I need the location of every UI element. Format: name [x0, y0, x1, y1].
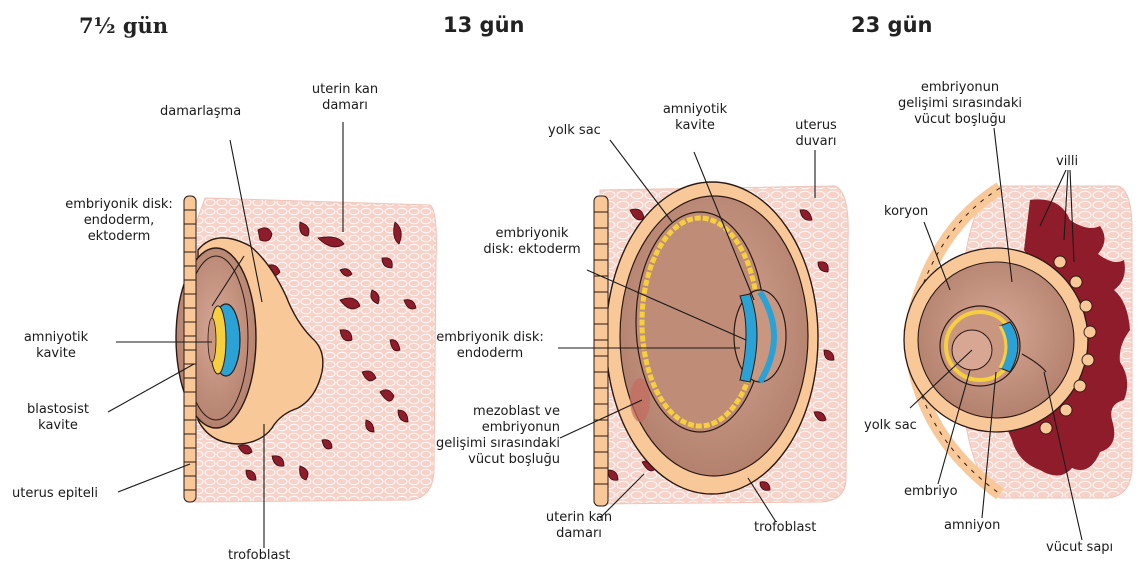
label-amniyon: amniyon	[944, 518, 1000, 534]
label-line: gelişimi sırasındaki	[880, 96, 1040, 112]
label-line: gelişimi sırasındaki	[410, 436, 560, 452]
label-vucut-sapi: vücut sapı	[1046, 540, 1113, 556]
label-line: kavite	[2, 346, 110, 362]
label-line: amniyotik	[2, 330, 110, 346]
panel-2-illustration	[594, 182, 848, 506]
label-line: endoderm,	[44, 213, 194, 229]
label-damarlasma: damarlaşma	[160, 104, 241, 120]
label-embriyonik-disk-ektoderm: embriyonik disk: ektoderm	[464, 226, 600, 258]
label-line: amniyotik	[640, 102, 750, 118]
label-line: endoderm	[420, 346, 560, 362]
label-embriyonik-disk-1: embriyonik disk: endoderm, ektoderm	[44, 197, 194, 245]
label-mezoblast: mezoblast ve embriyonun gelişimi sırasın…	[410, 404, 560, 468]
label-uterus-duvari: uterus duvarı	[774, 118, 858, 150]
label-line: ektoderm	[44, 229, 194, 245]
label-blastosist-kavite: blastosist kavite	[8, 402, 108, 434]
label-line: kavite	[640, 118, 750, 134]
label-koryon: koryon	[884, 204, 928, 220]
label-line: embriyonun	[410, 420, 560, 436]
label-uterus-epiteli: uterus epiteli	[12, 486, 98, 502]
label-yolk-sac-3: yolk sac	[864, 418, 917, 434]
label-embriyonik-disk-endoderm: embriyonik disk: endoderm	[420, 330, 560, 362]
label-line: damarı	[524, 526, 634, 542]
label-line: duvarı	[774, 134, 858, 150]
label-line: blastosist	[8, 402, 108, 418]
label-amniyotik-kavite-1: amniyotik kavite	[2, 330, 110, 362]
label-line: kavite	[8, 418, 108, 434]
label-trofoblast-1: trofoblast	[228, 548, 290, 564]
label-uterin-kan-damari-2: uterin kan damarı	[524, 510, 634, 542]
label-line: embriyonik disk:	[44, 197, 194, 213]
label-villi: villi	[1056, 154, 1078, 170]
label-line: embriyonik disk:	[420, 330, 560, 346]
label-line: vücut boşluğu	[410, 452, 560, 468]
label-trofoblast-2: trofoblast	[754, 520, 816, 536]
label-line: damarı	[300, 98, 390, 114]
label-yolk-sac-2: yolk sac	[548, 123, 601, 139]
amniotic-cavity-2	[734, 290, 786, 382]
label-line: uterus	[774, 118, 858, 134]
label-line: mezoblast ve	[410, 404, 560, 420]
label-amniyotik-kavite-2: amniyotik kavite	[640, 102, 750, 134]
label-line: embriyonun	[880, 80, 1040, 96]
label-line: embriyonik	[464, 226, 600, 242]
label-line: vücut boşluğu	[880, 112, 1040, 128]
label-embriyo: embriyo	[904, 484, 958, 500]
panel-1-illustration	[176, 196, 436, 502]
label-vucut-boslugu: embriyonun gelişimi sırasındaki vücut bo…	[880, 80, 1040, 128]
panel-3-illustration	[904, 186, 1132, 498]
label-uterin-kan-damari-1: uterin kan damarı	[300, 82, 390, 114]
label-line: disk: ektoderm	[464, 242, 600, 258]
label-line: uterin kan	[524, 510, 634, 526]
label-line: uterin kan	[300, 82, 390, 98]
